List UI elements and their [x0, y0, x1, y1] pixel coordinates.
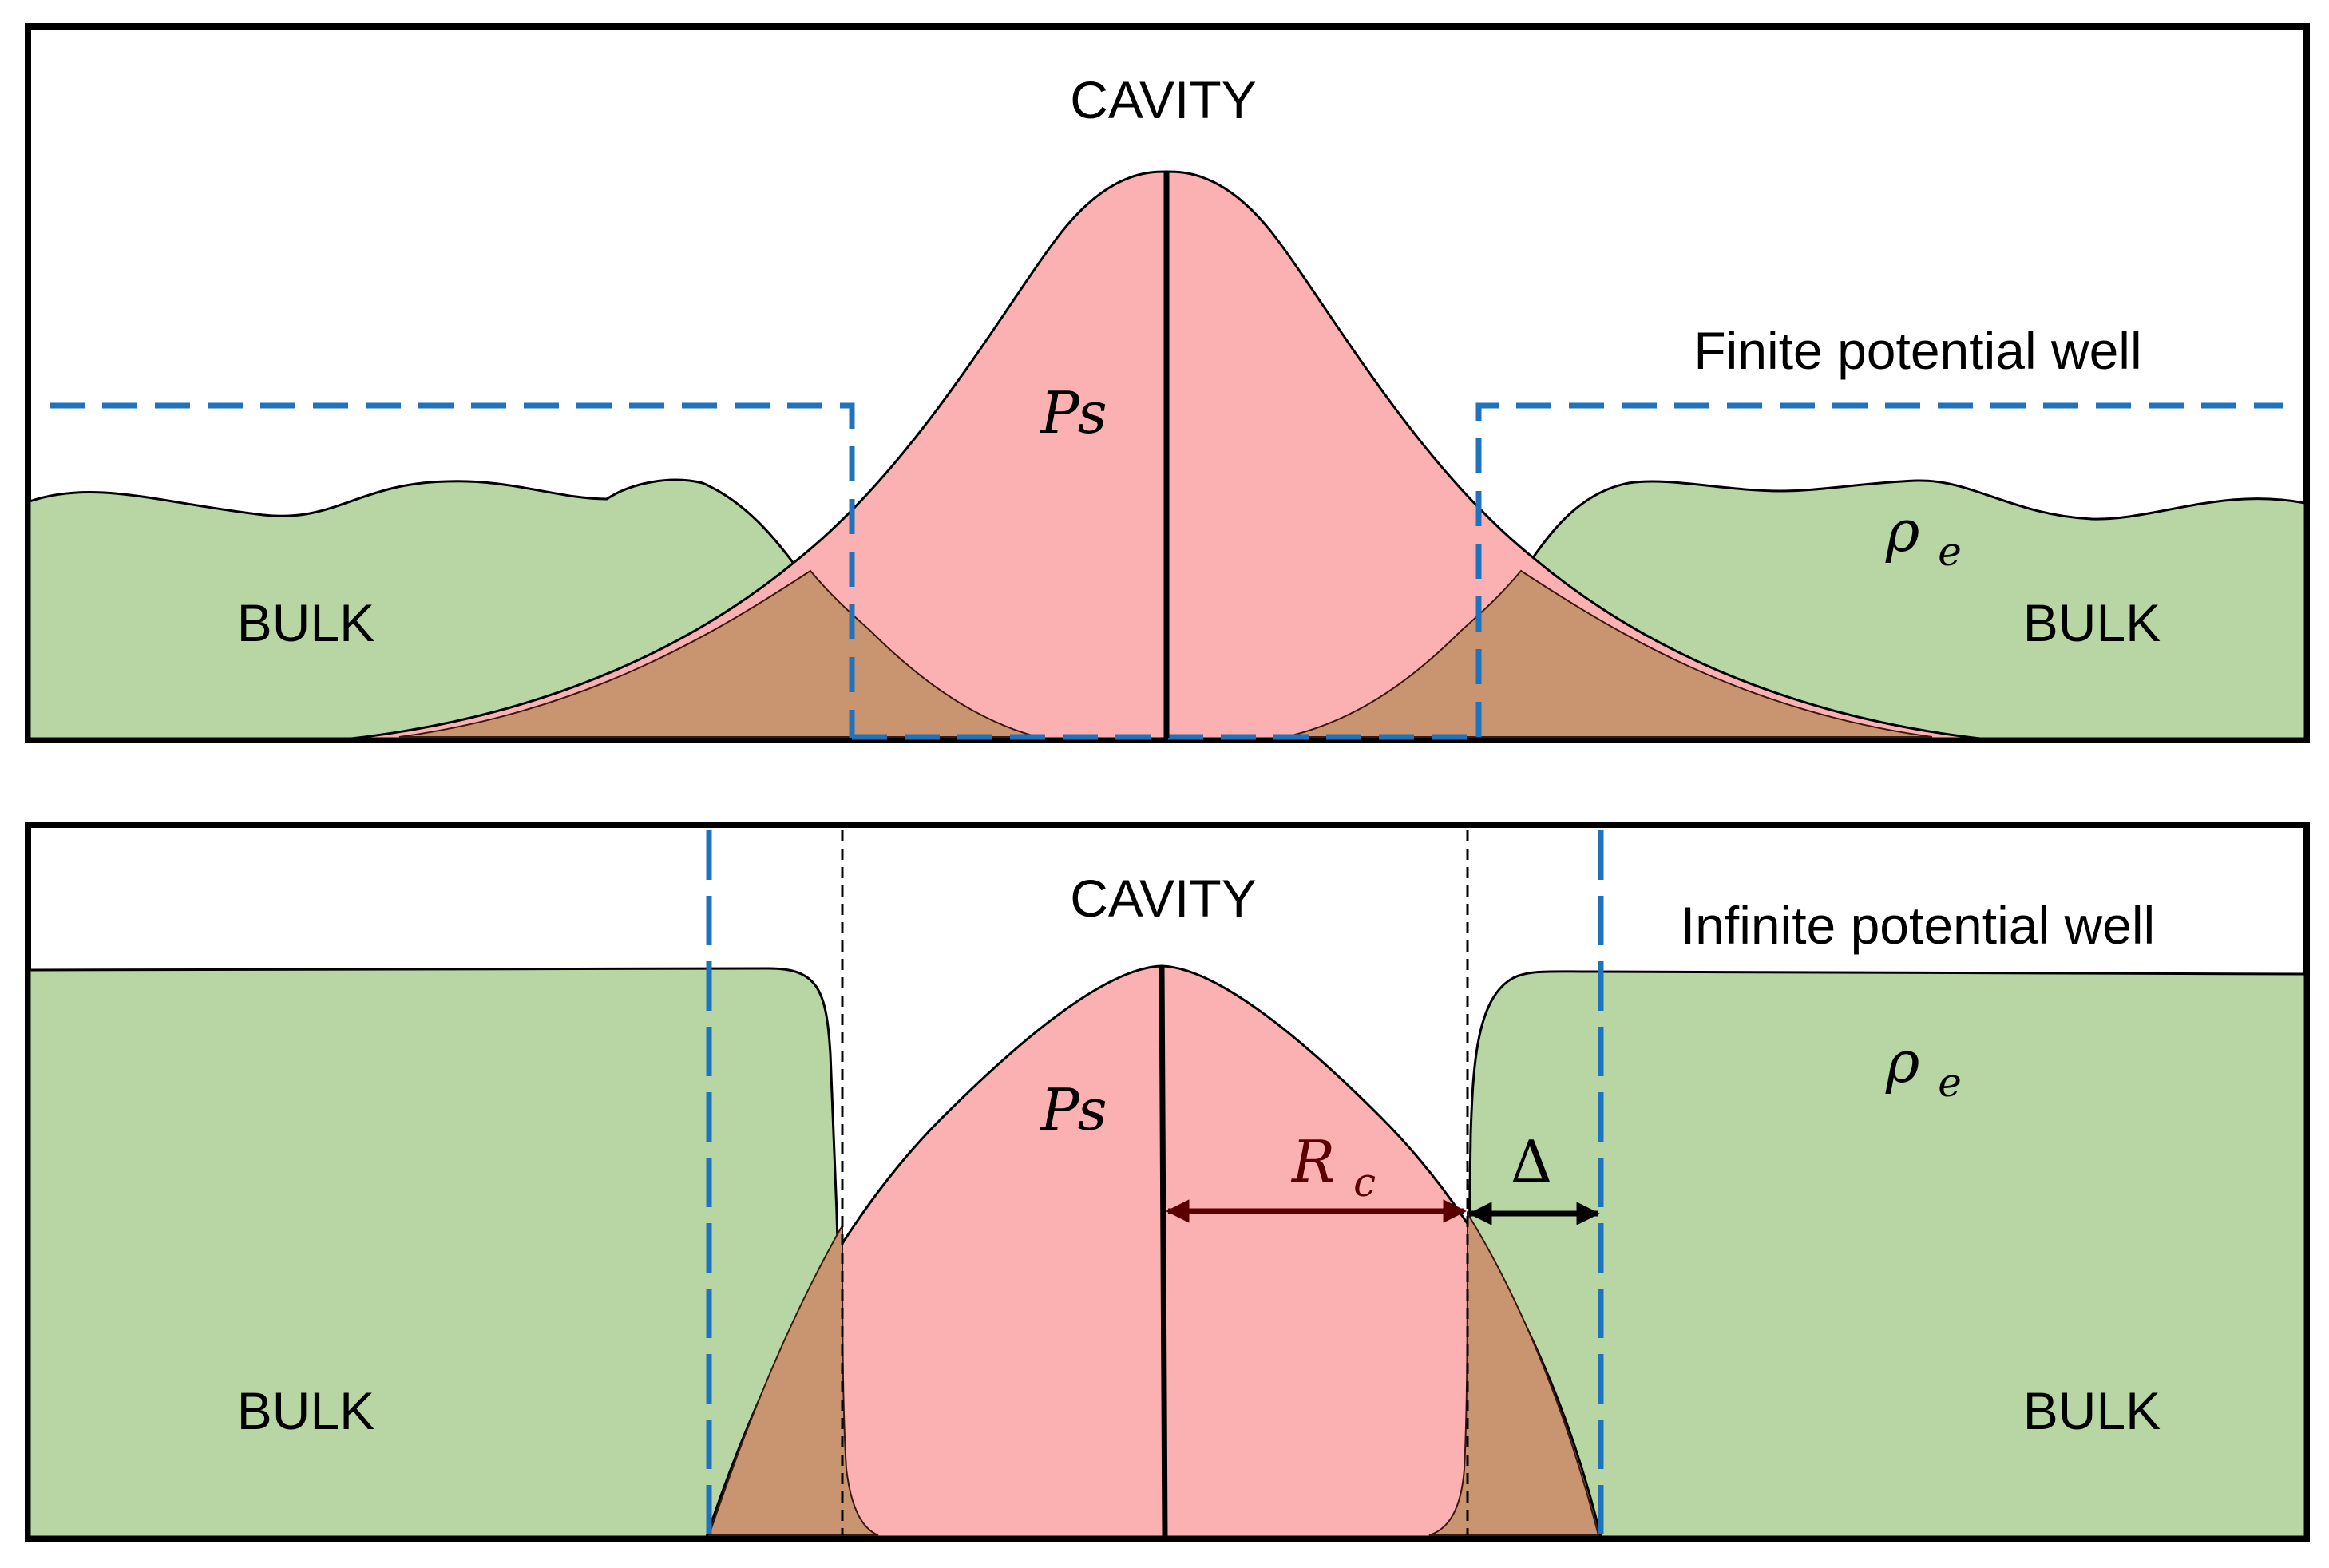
- bottom-delta-label: Δ: [1511, 1128, 1552, 1195]
- top-bulk-left-label: BULK: [237, 593, 374, 652]
- top-rho-base: ρ: [1885, 497, 1919, 564]
- top-well-label: Finite potential well: [1693, 321, 2141, 380]
- top-finite-well-line: [50, 402, 2283, 740]
- bottom-radius-label: R c: [1290, 1128, 1376, 1206]
- top-overlap-regions: [398, 569, 1933, 738]
- bottom-bulk-right-label: BULK: [2023, 1381, 2161, 1440]
- top-bulk-right-label: BULK: [2023, 593, 2161, 652]
- top-overlap-left: [398, 569, 1039, 738]
- bottom-cavity-center-line: [1159, 965, 1168, 1538]
- bottom-bulk-left-region: [30, 967, 844, 1537]
- bottom-cavity-label: CAVITY: [1070, 869, 1256, 928]
- bottom-well-label: Infinite potential well: [1681, 896, 2155, 955]
- top-rho-label: ρ e: [1885, 497, 1962, 575]
- bottom-bulk-left-label: BULK: [237, 1381, 374, 1440]
- bottom-radius-sub: c: [1353, 1159, 1376, 1206]
- bottom-panel: CAVITY Infinite potential well Ps ρ e R …: [25, 822, 2310, 1542]
- bottom-ps-label: Ps: [1039, 1076, 1107, 1143]
- bottom-rho-sub: e: [1938, 1059, 1962, 1106]
- top-rho-sub: e: [1938, 529, 1962, 575]
- top-panel: CAVITY Finite potential well Ps ρ e BULK…: [25, 23, 2310, 743]
- bottom-radius-base: R: [1290, 1128, 1335, 1195]
- top-ps-label: Ps: [1039, 379, 1107, 446]
- top-cavity-label: CAVITY: [1070, 70, 1256, 129]
- bottom-rho-label: ρ e: [1885, 1028, 1962, 1106]
- bottom-rho-base: ρ: [1885, 1028, 1919, 1095]
- top-overlap-right: [1285, 569, 1933, 738]
